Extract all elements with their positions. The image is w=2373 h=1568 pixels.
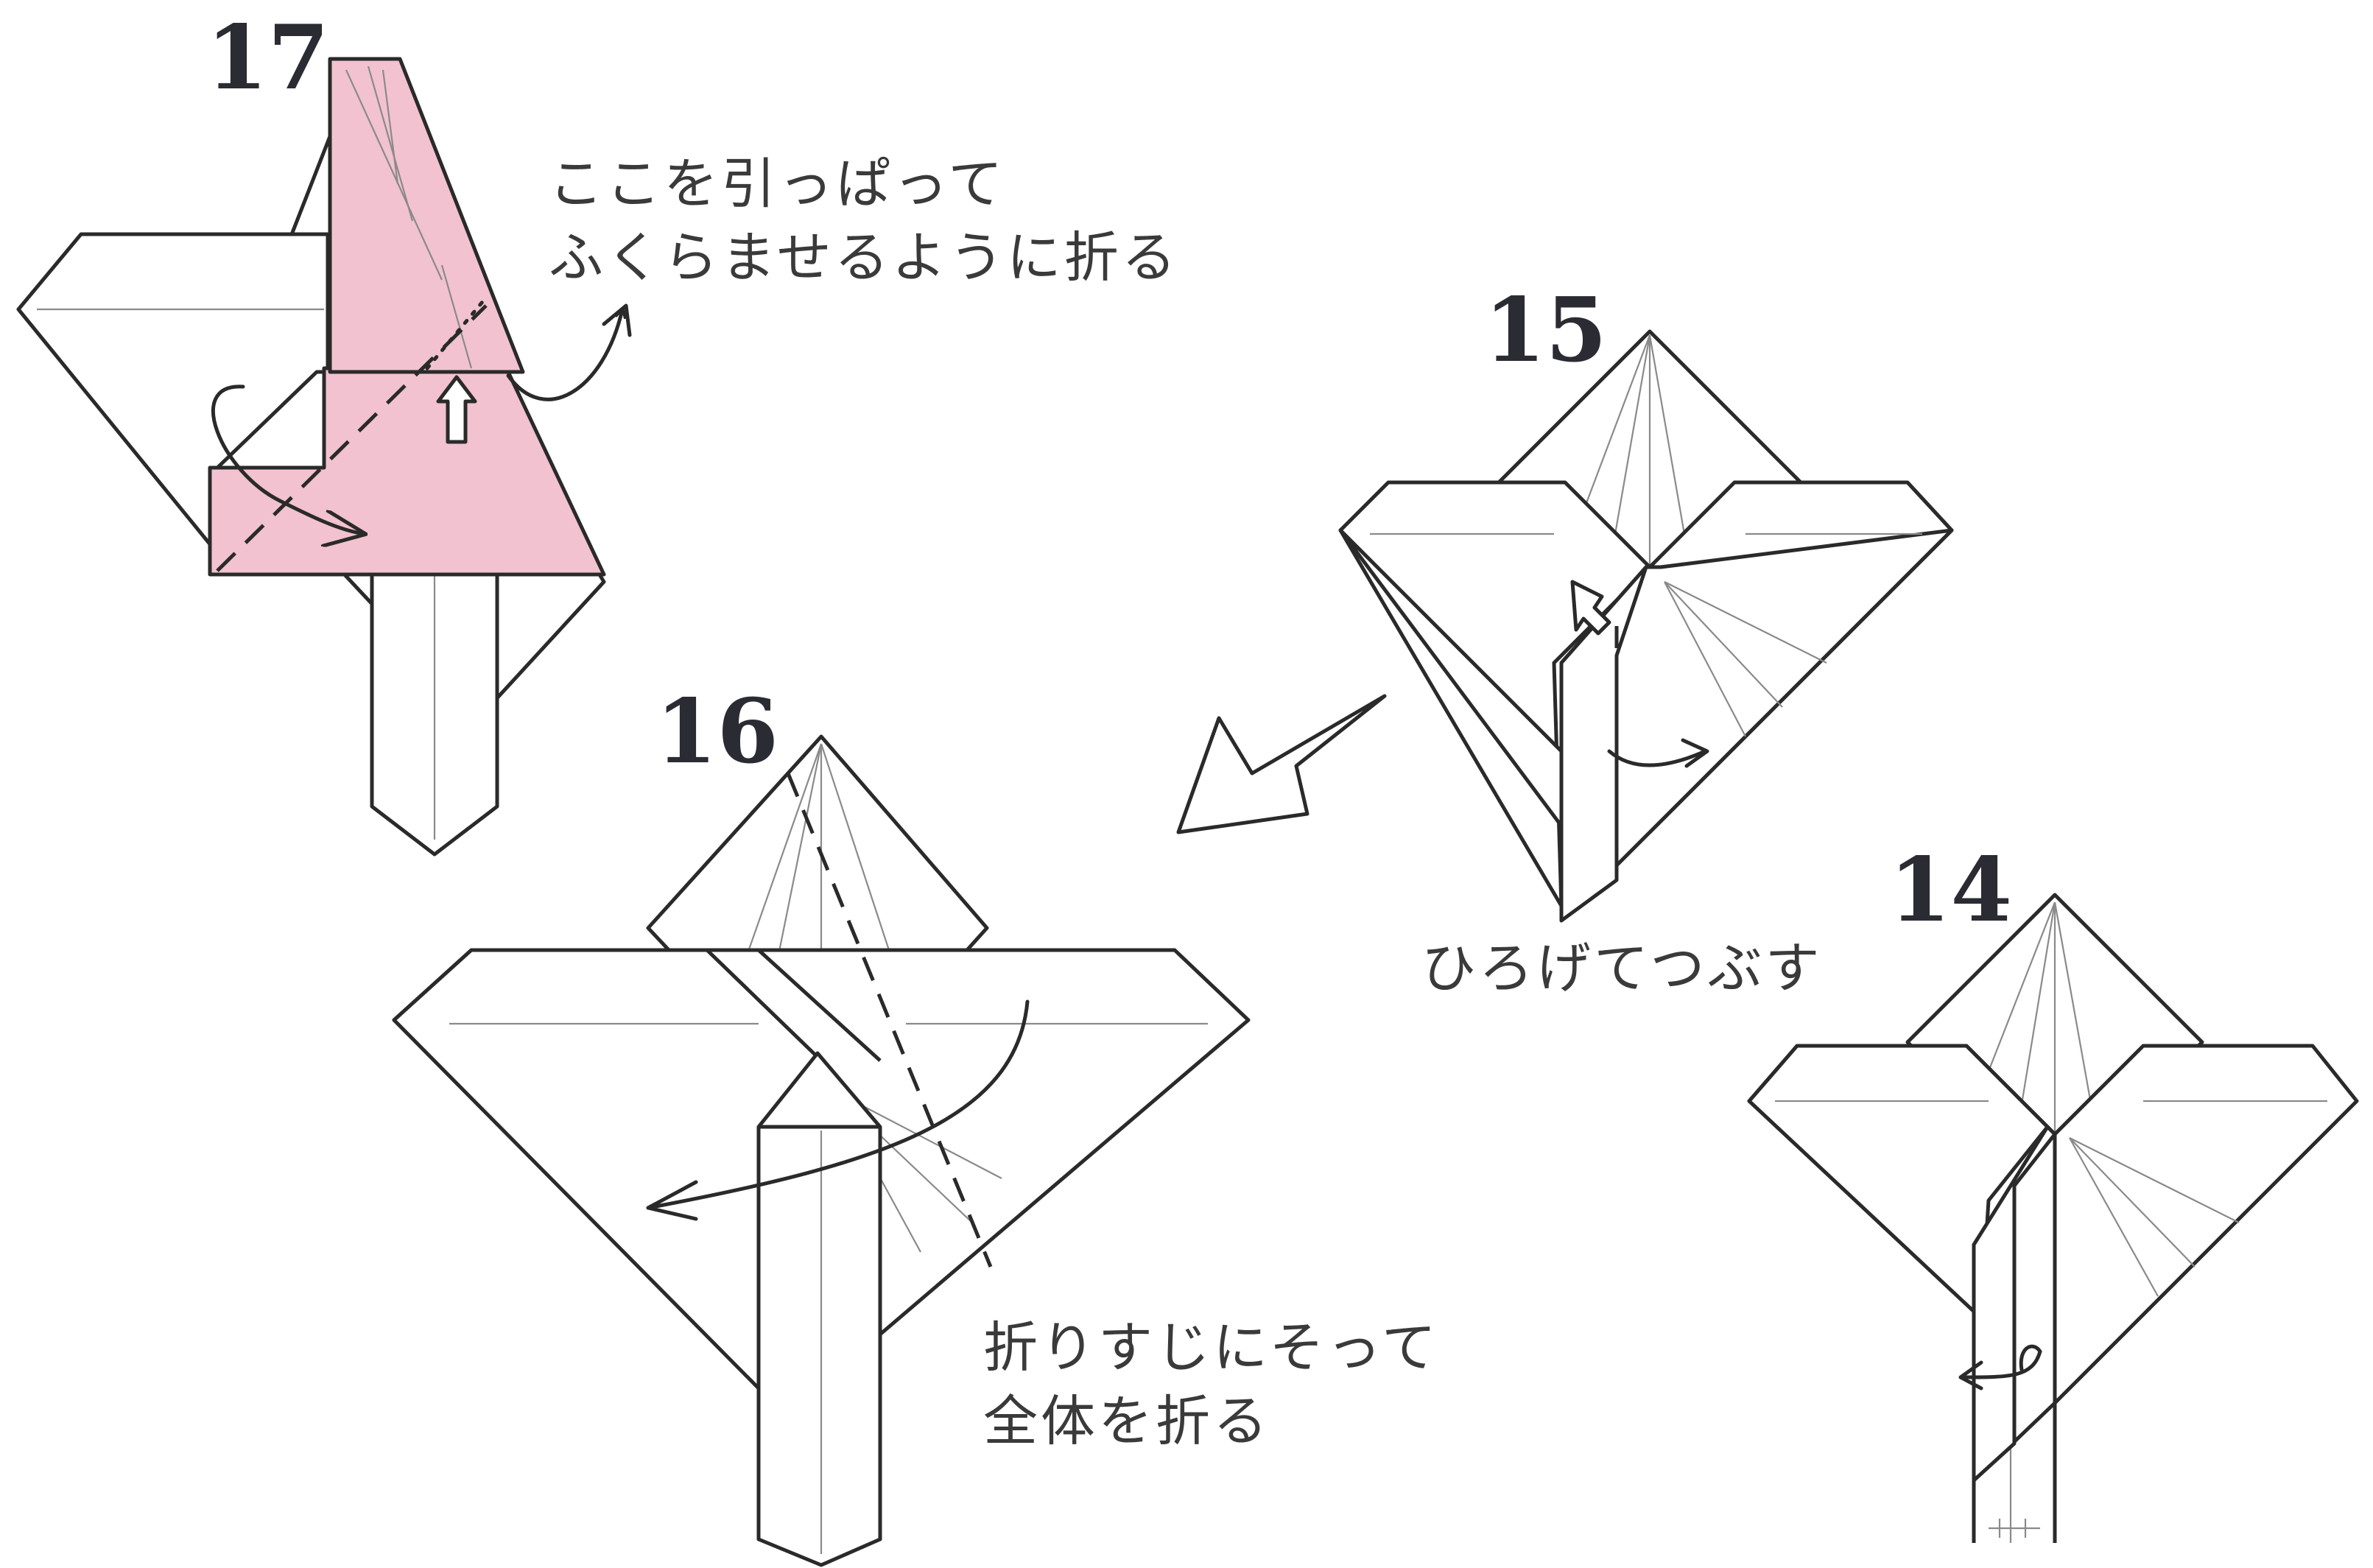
step17-pull-arrow: [506, 309, 622, 401]
step16-note-line2: 全体を折る: [983, 1390, 1270, 1453]
step14-crease-d: [2069, 1137, 2159, 1297]
step16-stem: [756, 1051, 882, 1567]
step14-crease-e: [2069, 1137, 2196, 1268]
step17-flap-crease-1: [345, 69, 443, 281]
step17-flap-crease-2: [367, 66, 414, 222]
step17-push-up-arrow: [436, 375, 477, 444]
step17-note-line1: ここを引っぱって: [549, 152, 1005, 216]
step14-fold-arrow: [1961, 1349, 2042, 1379]
step16-fold-arrow-head: [646, 1180, 698, 1221]
step17-flap-crease-3: [382, 69, 399, 185]
step15-crease-d: [1664, 581, 1746, 737]
step-15-number: 15: [1484, 278, 1607, 382]
step-14-number: 14: [1889, 838, 2012, 942]
step-17-number: 17: [206, 6, 329, 110]
transition-arrow-15-to-16: [1176, 694, 1387, 834]
step16-fold-edge: [757, 949, 882, 1062]
step16-left-wing: [392, 948, 823, 1391]
step17-fold-arrow: [211, 384, 365, 534]
step16-note-line1: 折りすじにそって: [983, 1316, 1439, 1379]
step15-push-arrow: [1570, 580, 1611, 636]
step15-crease-f: [1664, 581, 1827, 664]
step17-pink-tall-flap: [328, 57, 525, 374]
step-15-figure: [1338, 329, 1954, 923]
step15-note: ひろげてつぶす: [1421, 937, 1823, 1000]
step15-spread-arrow-head: [1681, 738, 1709, 768]
step17-valley-fold: [216, 304, 488, 572]
step17-pull-arrow-head: [602, 303, 632, 337]
step15-crease-c: [1575, 334, 1651, 531]
step-17-figure: [16, 57, 632, 857]
step16-valley-fold: [786, 773, 993, 1268]
step16-fold-arrow: [646, 999, 1030, 1210]
step-16-number: 16: [655, 680, 778, 784]
step-16-figure: [392, 734, 1251, 1567]
step17-flap-crease-4: [440, 264, 473, 369]
step17-note-line2: ふくらませるように折る: [549, 226, 1179, 289]
step17-dotted-line: [425, 300, 485, 370]
step-14-figure: [1747, 893, 2359, 1543]
step15-crease-e: [1664, 581, 1783, 708]
step15-spread-arrow: [1607, 749, 1707, 767]
step14-crease-f: [2069, 1137, 2240, 1223]
step14-fold-arrow-tail: [2019, 1344, 2042, 1372]
step14-fold-arrow-head: [1958, 1360, 1983, 1391]
step14-crease-c: [1980, 901, 2056, 1091]
